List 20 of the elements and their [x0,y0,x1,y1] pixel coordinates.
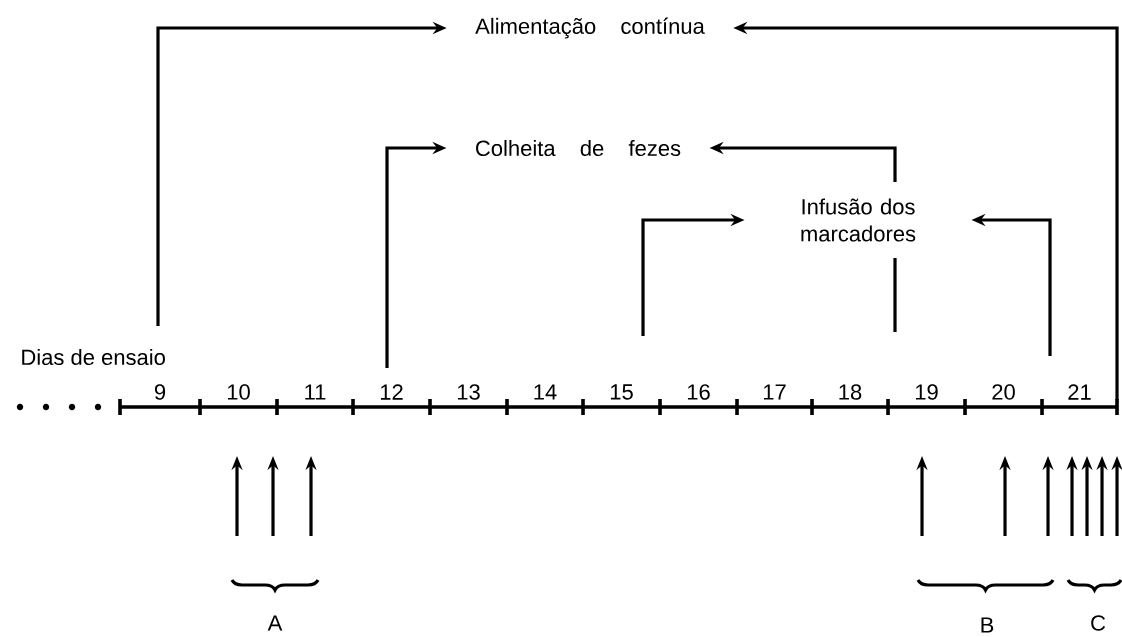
day-number: 18 [839,384,862,400]
timeline-label: Colheita de fezes [476,139,681,157]
day-number: 13 [457,384,480,400]
group-letter: A [267,615,283,631]
timeline-label: Infusão dos marcadores [801,198,916,242]
timeline-label: Alimentação contínua [475,17,705,39]
group-letter: C [1091,615,1106,631]
day-number: 12 [380,384,403,400]
day-number: 16 [687,384,710,400]
axis-title: Dias de ensaio [22,348,165,366]
day-number: 19 [915,384,938,400]
day-number: 14 [534,384,557,400]
day-number: 10 [227,384,250,400]
day-number: 11 [305,384,326,400]
day-number: 9 [154,384,166,400]
day-number: 15 [610,384,633,400]
day-number: 21 [1068,384,1091,400]
day-number: 20 [992,384,1015,400]
day-number: 17 [763,384,786,400]
group-letter: B [981,617,994,633]
